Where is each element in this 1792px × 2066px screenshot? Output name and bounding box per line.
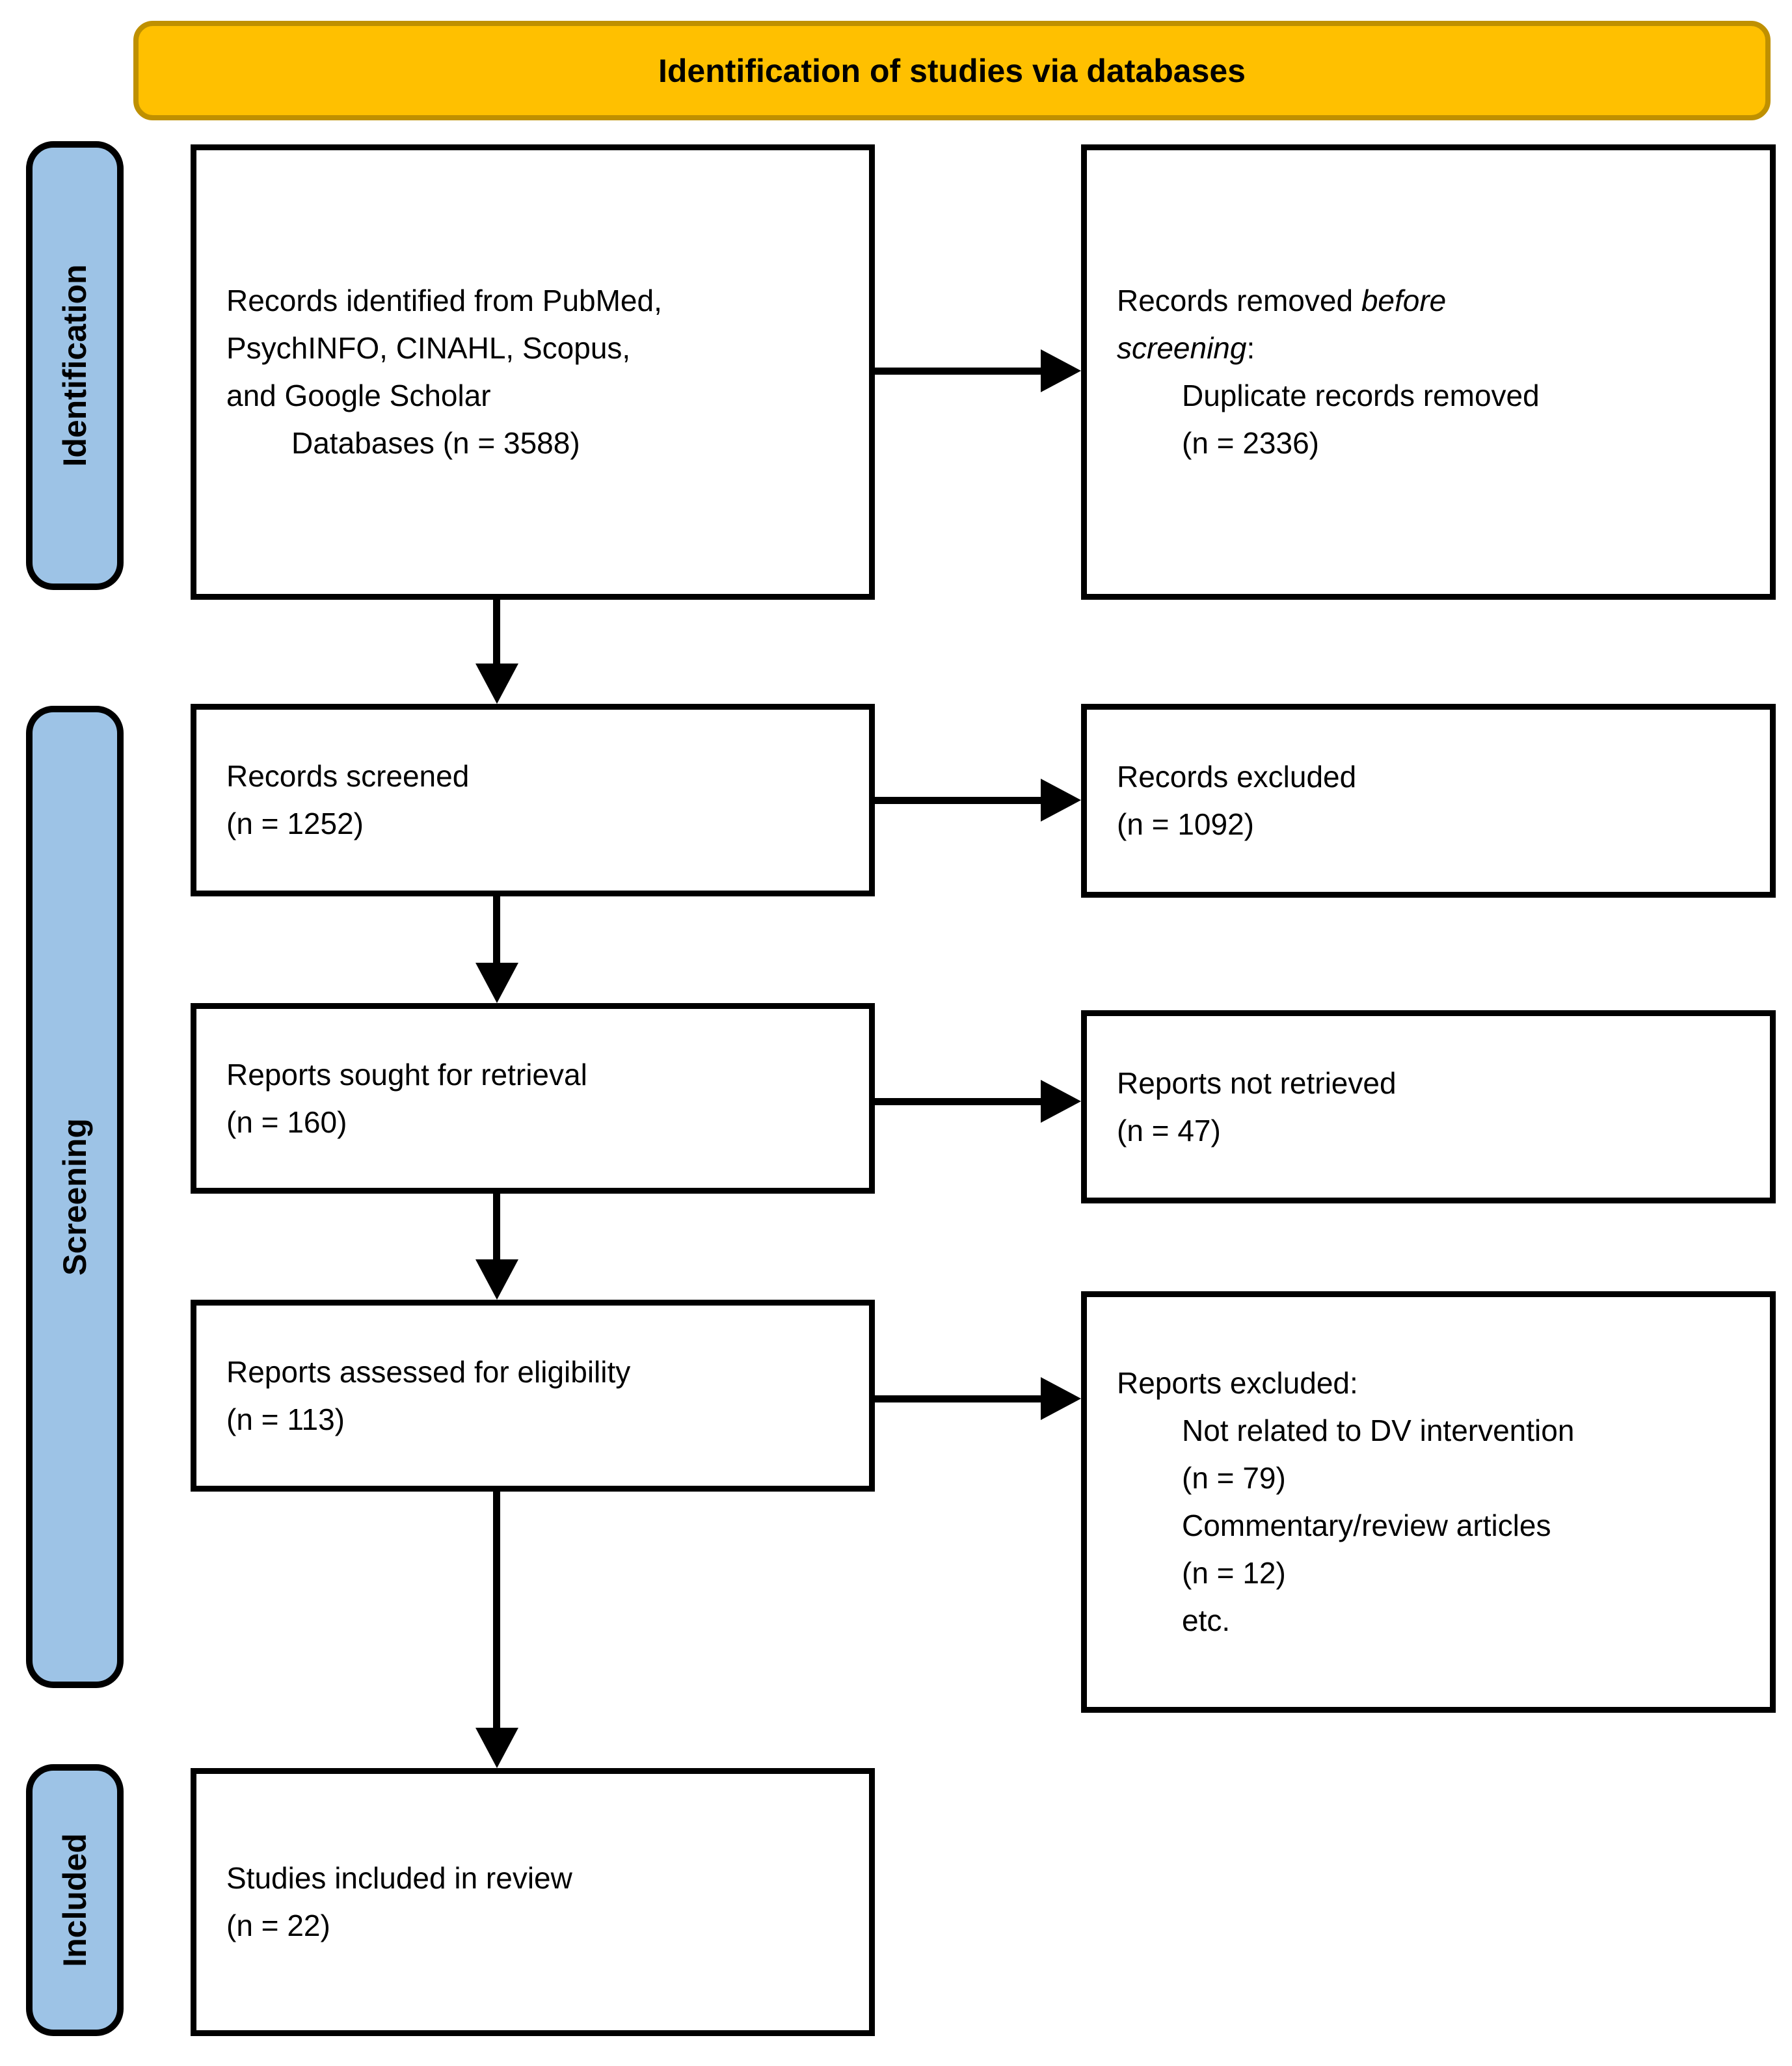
box-reports-excluded-count: (n = 79) (1182, 1461, 1286, 1495)
box-reports-excluded: Reports excluded: Not related to DV inte… (1081, 1291, 1776, 1713)
down-arrow-1-shaft (493, 600, 500, 665)
box-studies-included-count: (n = 22) (226, 1909, 330, 1942)
box-reports-sought-count: (n = 160) (226, 1105, 347, 1139)
right-arrow-2-icon (1041, 779, 1081, 822)
box-records-removed-line: Records removed before (1117, 284, 1447, 317)
box-reports-not-retrieved-count: (n = 47) (1117, 1113, 1221, 1147)
box-records-excluded: Records excluded (n = 1092) (1081, 704, 1776, 898)
box-records-identified: Records identified from PubMed, PsychINF… (191, 144, 875, 600)
box-records-removed: Records removed before screening: Duplic… (1081, 144, 1776, 600)
box-records-screened-line: Records screened (226, 759, 470, 793)
stage-identification: Identification (26, 141, 124, 590)
box-records-identified-line: Records identified from PubMed, (226, 284, 662, 317)
box-reports-excluded-etc: etc. (1182, 1603, 1231, 1637)
box-reports-not-retrieved-line: Reports not retrieved (1117, 1066, 1397, 1100)
down-arrow-1-icon (475, 664, 518, 704)
stage-identification-label: Identification (57, 264, 93, 467)
box-studies-included: Studies included in review (n = 22) (191, 1768, 875, 2036)
box-records-identified-count: Databases (n = 3588) (291, 426, 580, 460)
box-reports-sought: Reports sought for retrieval (n = 160) (191, 1003, 875, 1194)
box-reports-excluded-reason: Commentary/review articles (1182, 1509, 1551, 1542)
box-records-excluded-line: Records excluded (1117, 760, 1357, 794)
header-title: Identification of studies via databases (658, 52, 1246, 89)
down-arrow-3-shaft (493, 1194, 500, 1261)
stage-screening: Screening (26, 706, 124, 1688)
box-reports-excluded-header: Reports excluded: (1117, 1366, 1358, 1400)
right-arrow-3-icon (1041, 1080, 1081, 1123)
box-records-screened: Records screened (n = 1252) (191, 704, 875, 896)
down-arrow-3-icon (475, 1259, 518, 1300)
down-arrow-4-icon (475, 1728, 518, 1768)
box-reports-assessed-line: Reports assessed for eligibility (226, 1354, 631, 1389)
box-records-screened-count: (n = 1252) (226, 807, 364, 840)
box-records-identified-line: and Google Scholar (226, 379, 491, 412)
right-arrow-1-icon (1041, 349, 1081, 392)
box-records-removed-reason: Duplicate records removed (1182, 379, 1540, 412)
box-reports-assessed: Reports assessed for eligibility (n = 11… (191, 1300, 875, 1492)
right-arrow-4-shaft (875, 1395, 1042, 1402)
box-records-excluded-count: (n = 1092) (1117, 807, 1254, 841)
box-reports-assessed-count: (n = 113) (226, 1402, 345, 1436)
box-reports-excluded-count: (n = 12) (1182, 1556, 1286, 1590)
box-records-identified-line: PsychINFO, CINAHL, Scopus, (226, 331, 631, 365)
right-arrow-2-shaft (875, 797, 1042, 804)
right-arrow-3-shaft (875, 1098, 1042, 1105)
box-records-removed-line: screening: (1117, 331, 1255, 365)
box-reports-excluded-reason: Not related to DV intervention (1182, 1414, 1575, 1447)
box-reports-not-retrieved: Reports not retrieved (n = 47) (1081, 1010, 1776, 1203)
right-arrow-1-shaft (875, 368, 1042, 375)
stage-included: Included (26, 1764, 124, 2036)
header-banner: Identification of studies via databases (133, 21, 1771, 120)
down-arrow-4-shaft (493, 1492, 500, 1729)
box-reports-sought-line: Reports sought for retrieval (226, 1057, 587, 1092)
down-arrow-2-icon (475, 963, 518, 1003)
box-records-removed-count: (n = 2336) (1182, 426, 1319, 460)
stage-included-label: Included (57, 1833, 93, 1967)
stage-screening-label: Screening (57, 1118, 93, 1276)
right-arrow-4-icon (1041, 1377, 1081, 1420)
down-arrow-2-shaft (493, 896, 500, 964)
box-studies-included-line: Studies included in review (226, 1861, 572, 1895)
